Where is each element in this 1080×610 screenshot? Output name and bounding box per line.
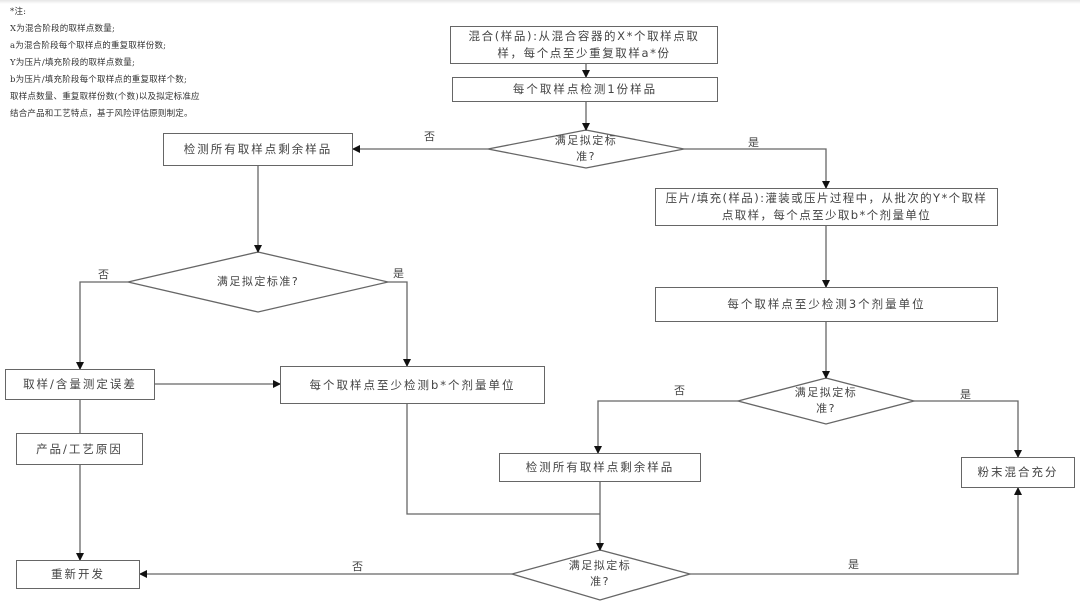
- note-line: a为混合阶段每个取样点的重复取样份数;: [10, 41, 167, 51]
- test-one-per-point-text: 每个取样点检测1份样品: [512, 82, 658, 96]
- edge-decision3-yes: [914, 400, 1022, 458]
- edge-decision4-yes: [690, 487, 1022, 575]
- decision-2-text: 满足拟定标准?: [216, 275, 300, 288]
- blend-adequate-box: 粉末混合充分: [961, 457, 1075, 488]
- decision-3-diamond: [735, 377, 917, 425]
- edge-label-d4-yes: 是: [848, 558, 859, 571]
- blend-adequate-text: 粉末混合充分: [977, 465, 1059, 479]
- decision-3-text: 满足拟定标准?: [794, 386, 858, 415]
- decision-1-diamond: [487, 129, 685, 169]
- test-3-units-text: 每个取样点至少检测3个剂量单位: [727, 297, 926, 311]
- notes-block: *注: X为混合阶段的取样点数量; a为混合阶段每个取样点的重复取样份数; Y为…: [10, 4, 200, 123]
- test-remaining-right-box: 检测所有取样点剩余样品: [499, 453, 701, 482]
- note-line: 取样点数量、重复取样份数(个数)以及拟定标准应: [10, 92, 200, 102]
- note-line: X为混合阶段的取样点数量;: [10, 24, 116, 34]
- product-process-cause-box: 产品/工艺原因: [16, 433, 143, 465]
- edge-testb-to-decision4: [406, 404, 600, 515]
- edge-label-d2-yes: 是: [393, 267, 404, 280]
- blend-sampling-text: 混合(样品):从混合容器的X*个取样点取样，每个点至少重复取样a*份: [468, 29, 700, 60]
- test-remaining-right-text: 检测所有取样点剩余样品: [525, 460, 675, 474]
- sampling-error-text: 取样/含量测定误差: [23, 377, 137, 391]
- edge-label-d1-yes: 是: [748, 136, 759, 149]
- edge-label-d3-yes: 是: [960, 388, 971, 401]
- edge-decision3-no: [594, 400, 738, 454]
- test-remaining-left-box: 检测所有取样点剩余样品: [163, 133, 353, 166]
- edge-label-d2-no: 否: [98, 268, 109, 281]
- edge-decision2-yes: [388, 281, 411, 367]
- edge-label-d1-no: 否: [424, 130, 435, 143]
- decision-4-text: 满足拟定标准?: [568, 559, 632, 588]
- test-b-units-box: 每个取样点至少检测b*个剂量单位: [280, 366, 545, 404]
- decision-2-diamond: [127, 251, 389, 313]
- test-3-units-box: 每个取样点至少检测3个剂量单位: [655, 287, 998, 322]
- redevelop-box: 重新开发: [16, 560, 140, 589]
- note-line: Y为压片/填充阶段的取样点数量;: [10, 58, 136, 68]
- compress-fill-sampling-box: 压片/填充(样品):灌装或压片过程中，从批次的Y*个取样点取样，每个点至少取b*…: [655, 188, 998, 226]
- product-process-cause-text: 产品/工艺原因: [36, 441, 123, 456]
- notes-title: *注:: [10, 7, 27, 17]
- test-remaining-left-text: 检测所有取样点剩余样品: [183, 142, 333, 156]
- edge-decision1-yes: [684, 148, 830, 189]
- edge-label-d4-no: 否: [352, 560, 363, 573]
- edge-label-d3-no: 否: [674, 384, 685, 397]
- compress-fill-sampling-text: 压片/填充(样品):灌装或压片过程中，从批次的Y*个取样点取样，每个点至少取b*…: [665, 191, 988, 222]
- page-top-shadow: [0, 0, 1080, 4]
- decision-1-text: 满足拟定标准?: [554, 134, 618, 163]
- test-one-per-point-box: 每个取样点检测1份样品: [452, 77, 718, 102]
- sampling-error-box: 取样/含量测定误差: [5, 369, 155, 400]
- blend-sampling-box: 混合(样品):从混合容器的X*个取样点取样，每个点至少重复取样a*份: [450, 26, 718, 64]
- redevelop-text: 重新开发: [51, 567, 105, 581]
- test-b-units-text: 每个取样点至少检测b*个剂量单位: [309, 377, 516, 392]
- decision-4-diamond: [509, 549, 693, 601]
- note-line: b为压片/填充阶段每个取样点的重复取样个数;: [10, 75, 188, 85]
- note-line: 结合产品和工艺特点，基于风险评估原则制定。: [10, 109, 193, 119]
- edge-decision2-no: [76, 281, 128, 370]
